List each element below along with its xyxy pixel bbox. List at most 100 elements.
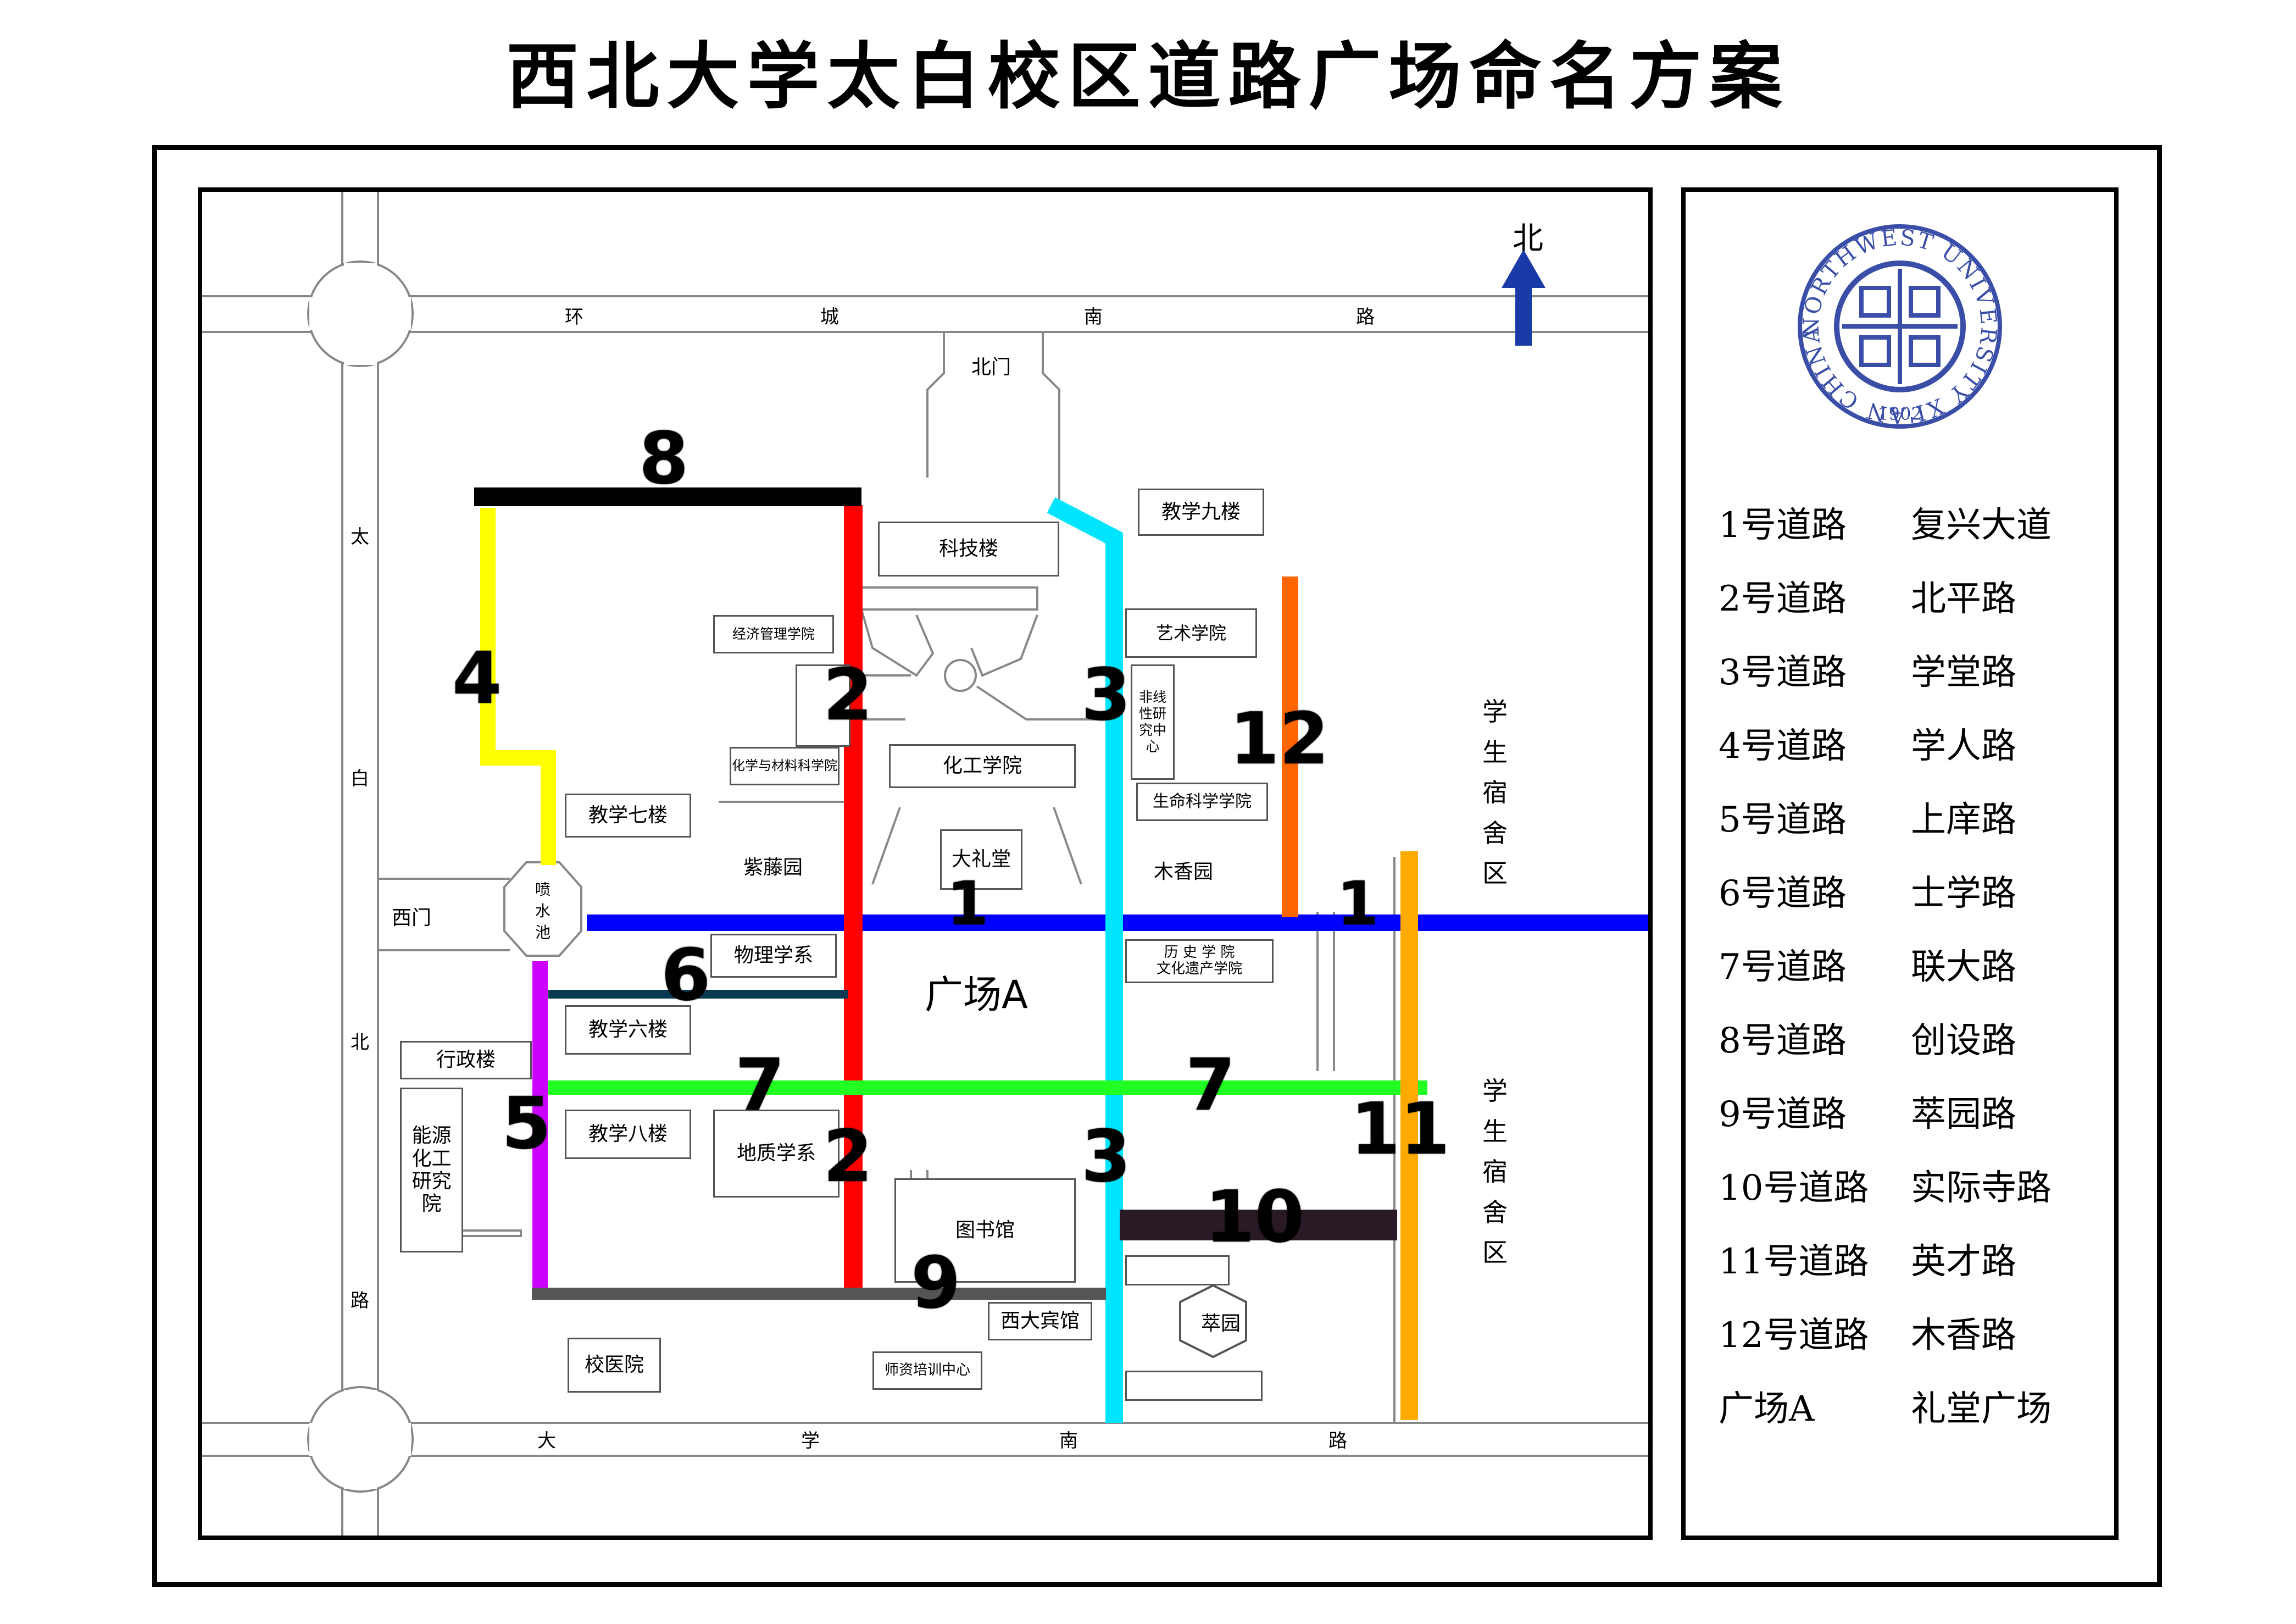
garden-muxiang: 木香园 bbox=[1154, 861, 1214, 883]
legend-road-name: 英才路 bbox=[1911, 1241, 2016, 1282]
road-number-5: 5 bbox=[502, 1082, 552, 1165]
building-teaching8: 教学八楼 bbox=[565, 1110, 691, 1159]
legend-road-key: 6号道路 bbox=[1719, 873, 1847, 914]
building-teaching9: 教学九楼 bbox=[1138, 489, 1264, 536]
legend-item: 3号道路 学堂路 bbox=[1719, 644, 2016, 695]
map-drawing bbox=[202, 192, 1648, 1536]
legend-road-key: 1号道路 bbox=[1719, 505, 1847, 546]
campus-map: 北 环 城 南 路 太 白 北 路 大 学 南 路 北门 西门 喷水池 教学九楼… bbox=[198, 187, 1653, 1540]
south-street-char: 大 bbox=[537, 1430, 556, 1452]
building-history: 历 史 学 院 文化遗产学院 bbox=[1125, 939, 1274, 983]
legend-road-name: 学人路 bbox=[1911, 726, 2016, 767]
building-nonlinear: 非线性研究中心 bbox=[1131, 664, 1175, 780]
legend-road-name: 学堂路 bbox=[1911, 652, 2016, 693]
west-street-char: 太 bbox=[351, 526, 369, 548]
legend-road-key: 7号道路 bbox=[1719, 947, 1847, 988]
legend-road-name: 萃园路 bbox=[1911, 1094, 2016, 1135]
building-geology: 地质学系 bbox=[713, 1110, 840, 1198]
legend-road-name: 木香路 bbox=[1911, 1315, 2016, 1356]
legend-item: 4号道路 学人路 bbox=[1719, 718, 2016, 768]
legend-road-key: 广场A bbox=[1719, 1389, 1815, 1429]
building-chemmat: 化学与材料科学院 bbox=[730, 747, 840, 785]
fountain-label: 喷水池 bbox=[535, 880, 551, 942]
building-econ: 经济管理学院 bbox=[713, 615, 834, 653]
legend-road-name: 礼堂广场 bbox=[1911, 1389, 2052, 1429]
legend-item: 2号道路北平路 bbox=[1719, 570, 2016, 621]
legend-road-name: 联大路 bbox=[1911, 947, 2016, 988]
legend-road-name: 士学路 bbox=[1911, 873, 2016, 914]
legend-item: 10号道路 实际寺路 bbox=[1719, 1160, 2052, 1210]
north-street-char: 环 bbox=[565, 306, 583, 328]
dorm-area-label: 学生宿舍区 bbox=[1482, 1076, 1508, 1268]
building-art: 艺术学院 bbox=[1125, 608, 1257, 658]
legend-item: 7号道路 联大路 bbox=[1719, 939, 2016, 989]
cuiyuan-hexagon bbox=[1179, 1284, 1247, 1359]
road-number-12: 12 bbox=[1230, 697, 1329, 780]
legend-road-key: 11号道路 bbox=[1719, 1241, 1869, 1282]
square-a-label: 广场A bbox=[925, 972, 1028, 1017]
street-outlines bbox=[202, 192, 1648, 1536]
west-gate-label: 西门 bbox=[392, 907, 432, 929]
building-teaching7: 教学七楼 bbox=[565, 794, 691, 838]
legend-road-key: 9号道路 bbox=[1719, 1094, 1847, 1135]
legend-item: 9号道路 萃园路 bbox=[1719, 1086, 2016, 1137]
legend-road-name: 上庠路 bbox=[1911, 800, 2016, 840]
south-street-char: 路 bbox=[1328, 1430, 1347, 1452]
legend-road-name: 复兴大道 bbox=[1911, 505, 2052, 546]
building-outline bbox=[796, 664, 850, 747]
dorm-area-label: 学生宿舍区 bbox=[1482, 697, 1508, 889]
legend-road-name: 创设路 bbox=[1911, 1021, 2016, 1061]
road-number-7: 7 bbox=[735, 1043, 785, 1127]
building-hotel: 西大宾馆 bbox=[988, 1302, 1092, 1340]
page-title: 西北大学太白校区道路广场命名方案 bbox=[506, 35, 1790, 119]
building-cuiyuan: 萃园 bbox=[1201, 1312, 1241, 1335]
building-training: 师资培训中心 bbox=[872, 1351, 982, 1390]
west-street-char: 北 bbox=[351, 1032, 369, 1054]
road-4 bbox=[480, 508, 556, 865]
road-number-9: 9 bbox=[911, 1241, 961, 1324]
building-auditorium: 大礼堂 bbox=[940, 829, 1022, 890]
road-number-10: 10 bbox=[1205, 1175, 1304, 1259]
legend-item: 1号道路 复兴大道 bbox=[1719, 497, 2052, 547]
road-number-3: 3 bbox=[1081, 653, 1131, 736]
building-chemeng: 化工学院 bbox=[889, 744, 1076, 788]
legend-road-key: 5号道路 bbox=[1719, 800, 1847, 840]
road-number-6: 6 bbox=[661, 933, 711, 1017]
building-teaching6: 教学六楼 bbox=[565, 1005, 691, 1055]
building-tech: 科技楼 bbox=[878, 522, 1059, 577]
building-library: 图书馆 bbox=[894, 1178, 1076, 1283]
road-number-8: 8 bbox=[639, 417, 689, 500]
road-number-11: 11 bbox=[1350, 1087, 1450, 1171]
legend-item: 11号道路 英才路 bbox=[1719, 1233, 2016, 1284]
road-number-1: 1 bbox=[1337, 868, 1379, 939]
roundabout-gaps bbox=[309, 263, 411, 1489]
legend-road-key: 12号道路 bbox=[1719, 1315, 1869, 1356]
south-street-char: 南 bbox=[1059, 1430, 1078, 1452]
legend-item: 广场A 礼堂广场 bbox=[1719, 1381, 2052, 1431]
legend-road-key: 8号道路 bbox=[1719, 1021, 1847, 1061]
building-admin: 行政楼 bbox=[400, 1041, 532, 1079]
university-logo: NORTHWEST UNIVERSITY XI'AN CHINA 1902 bbox=[1798, 224, 2002, 429]
west-street-char: 路 bbox=[351, 1290, 369, 1312]
south-street-char: 学 bbox=[801, 1430, 820, 1452]
road-number-1: 1 bbox=[947, 868, 989, 939]
legend-road-key: 3号道路 bbox=[1719, 652, 1847, 693]
building-outline bbox=[1125, 1255, 1230, 1285]
building-hospital: 校医院 bbox=[568, 1338, 661, 1393]
legend-road-name: 实际寺路 bbox=[1911, 1168, 2052, 1209]
logo-year: 1902 bbox=[1877, 403, 1922, 424]
road-number-2: 2 bbox=[823, 653, 873, 736]
legend-item: 5号道路 上庠路 bbox=[1719, 791, 2016, 842]
road-number-7: 7 bbox=[1186, 1043, 1236, 1127]
road-number-4: 4 bbox=[452, 636, 502, 720]
road-number-3: 3 bbox=[1081, 1115, 1131, 1198]
legend-road-key: 2号道路 bbox=[1719, 579, 1847, 619]
west-street-char: 白 bbox=[351, 768, 369, 790]
legend-panel: NORTHWEST UNIVERSITY XI'AN CHINA 1902 1号… bbox=[1681, 187, 2119, 1540]
north-arrow bbox=[1502, 250, 1546, 346]
garden-ziteng: 紫藤园 bbox=[743, 856, 803, 879]
legend-item: 6号道路 士学路 bbox=[1719, 865, 2016, 916]
north-street-char: 路 bbox=[1356, 306, 1375, 328]
legend-road-key: 10号道路 bbox=[1719, 1168, 1869, 1209]
legend-road-key: 4号道路 bbox=[1719, 726, 1847, 767]
